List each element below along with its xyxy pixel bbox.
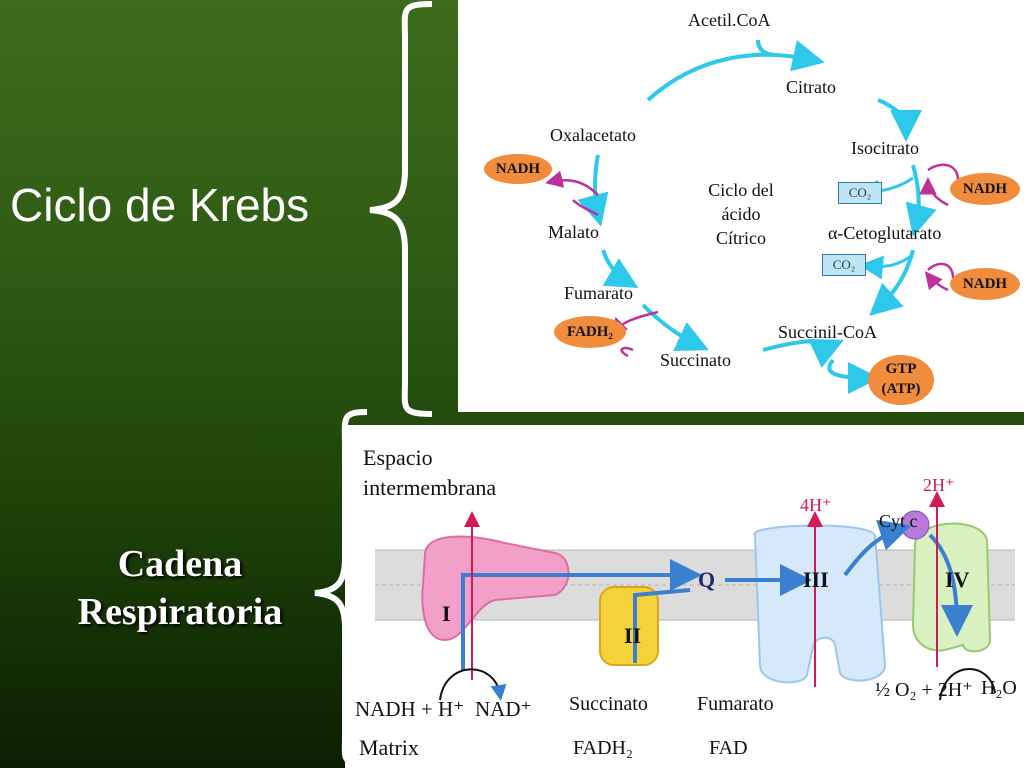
- fadh2-label: FADH₂: [573, 737, 633, 759]
- gtp-label: GTP: [885, 361, 917, 377]
- fumarato-label: Fumarato: [697, 693, 774, 715]
- ubiquinone-label: Q: [698, 567, 716, 592]
- label-citrato: Citrato: [786, 77, 836, 97]
- co2-box-2: CO₂: [822, 254, 866, 276]
- complex-i-label: I: [442, 601, 451, 626]
- fad-label: FAD: [709, 737, 748, 759]
- label-isocitrato: Isocitrato: [851, 138, 919, 158]
- protons-2h-label: 2H⁺: [923, 475, 955, 495]
- atp-label: (ATP): [881, 381, 921, 397]
- oxygen-reaction-label: ½ O₂ + 2H⁺: [875, 679, 973, 701]
- nadh-oval-1: NADH: [484, 154, 552, 184]
- intermembrane-line1: Espacio: [363, 445, 433, 470]
- chain-brace: [314, 409, 368, 767]
- respiratory-chain-figure: [375, 491, 1015, 701]
- krebs-title: Ciclo de Krebs: [10, 179, 310, 231]
- krebs-brace: [369, 1, 433, 417]
- krebs-center-label: Ciclo del ácido Cítrico: [696, 178, 786, 250]
- nadh-oval-3: NADH: [950, 268, 1020, 300]
- cyt-c-label: Cyt c: [879, 511, 918, 531]
- label-succinil-coa: Succinil-CoA: [778, 322, 877, 342]
- respiratory-chain-panel: I II Q III IV Cyt c 4H⁺ 2H⁺ Espacio inte…: [345, 425, 1024, 768]
- label-fumarato: Fumarato: [564, 283, 633, 303]
- protons-4h-label: 4H⁺: [800, 495, 832, 515]
- complex-iv-label: IV: [945, 567, 970, 592]
- fadh2-oval: FADH₂: [554, 316, 626, 348]
- chain-title-line2: Respiratoria: [77, 591, 283, 633]
- krebs-cycle-panel: Acetil.CoA Citrato Isocitrato α-Cetoglut…: [458, 0, 1024, 412]
- complex-ii-label: II: [624, 623, 642, 648]
- nadh-reaction-label: NADH + H⁺: [355, 697, 465, 721]
- nadh-oval-2: NADH: [950, 173, 1020, 205]
- label-acetil-coa: Acetil.CoA: [688, 10, 771, 30]
- center-line1: Ciclo del: [708, 180, 774, 200]
- matrix-label: Matrix: [359, 735, 419, 760]
- label-malato: Malato: [548, 222, 599, 242]
- water-label: H₂O: [981, 677, 1017, 699]
- label-oxalacetato: Oxalacetato: [550, 125, 636, 145]
- chain-title: Cadena Respiratoria: [40, 540, 320, 636]
- center-line2: ácido: [721, 204, 761, 224]
- succinato-label: Succinato: [569, 693, 648, 715]
- krebs-cycle-arrows: [545, 39, 960, 394]
- label-cetoglutarato: α-Cetoglutarato: [828, 223, 942, 243]
- co2-box-1: CO₂: [838, 182, 882, 204]
- nad-label: NAD⁺: [475, 697, 532, 721]
- gtp-oval: GTP (ATP): [868, 355, 934, 405]
- intermembrane-space-label: Espacio intermembrana: [363, 443, 496, 503]
- center-line3: Cítrico: [716, 228, 766, 248]
- complex-iii-label: III: [803, 567, 829, 592]
- intermembrane-line2: intermembrana: [363, 475, 497, 500]
- chain-title-line1: Cadena: [117, 543, 243, 585]
- label-succinato: Succinato: [660, 350, 731, 370]
